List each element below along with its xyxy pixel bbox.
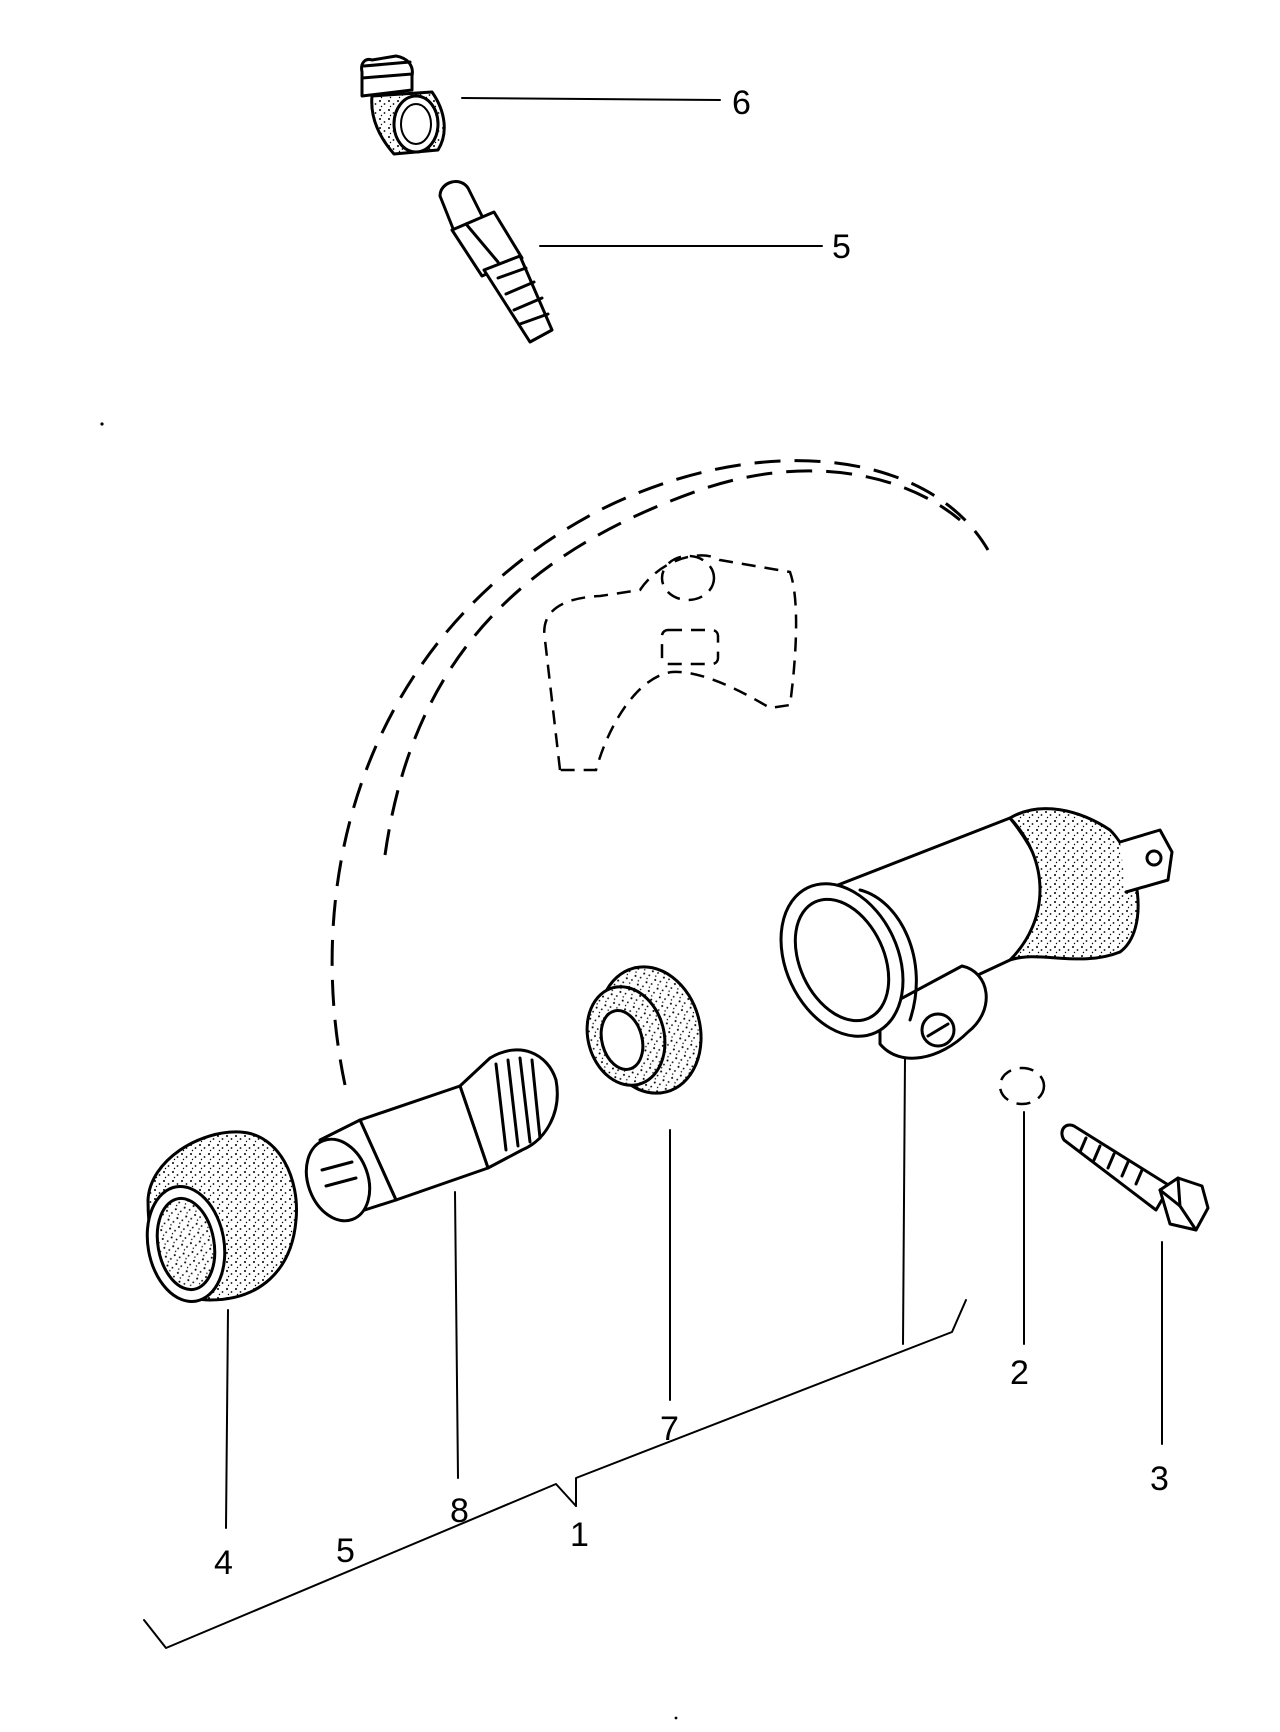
callout-3: 3 [1150,1460,1169,1498]
callout-1: 1 [570,1516,589,1554]
leader-1-housing [902,1057,906,1345]
lock-washer [998,1066,1046,1106]
scan-speck [674,1716,678,1720]
scan-speck [100,422,104,426]
cup-seal [585,965,703,1095]
dust-boot [145,1130,299,1303]
backing-plate-outline [330,459,990,1086]
callout-7: 7 [660,1410,679,1448]
wheel-cylinder-housing [779,807,1174,1060]
leader-6 [461,97,721,101]
callout-5-top: 5 [832,228,851,266]
bleeder-dust-cap [360,54,446,156]
callout-5-bottom: 5 [336,1532,355,1570]
callout-6: 6 [732,84,751,122]
bracket-5-left [143,1483,577,1649]
bracket-1-right [575,1299,967,1507]
callout-4: 4 [214,1544,233,1582]
bleeder-screw [438,180,554,344]
callout-2: 2 [1010,1354,1029,1392]
leader-4 [225,1309,229,1529]
leader-8 [454,1191,459,1479]
hex-bolt [1060,1123,1210,1232]
callout-8: 8 [450,1492,469,1530]
piston [304,1048,559,1223]
